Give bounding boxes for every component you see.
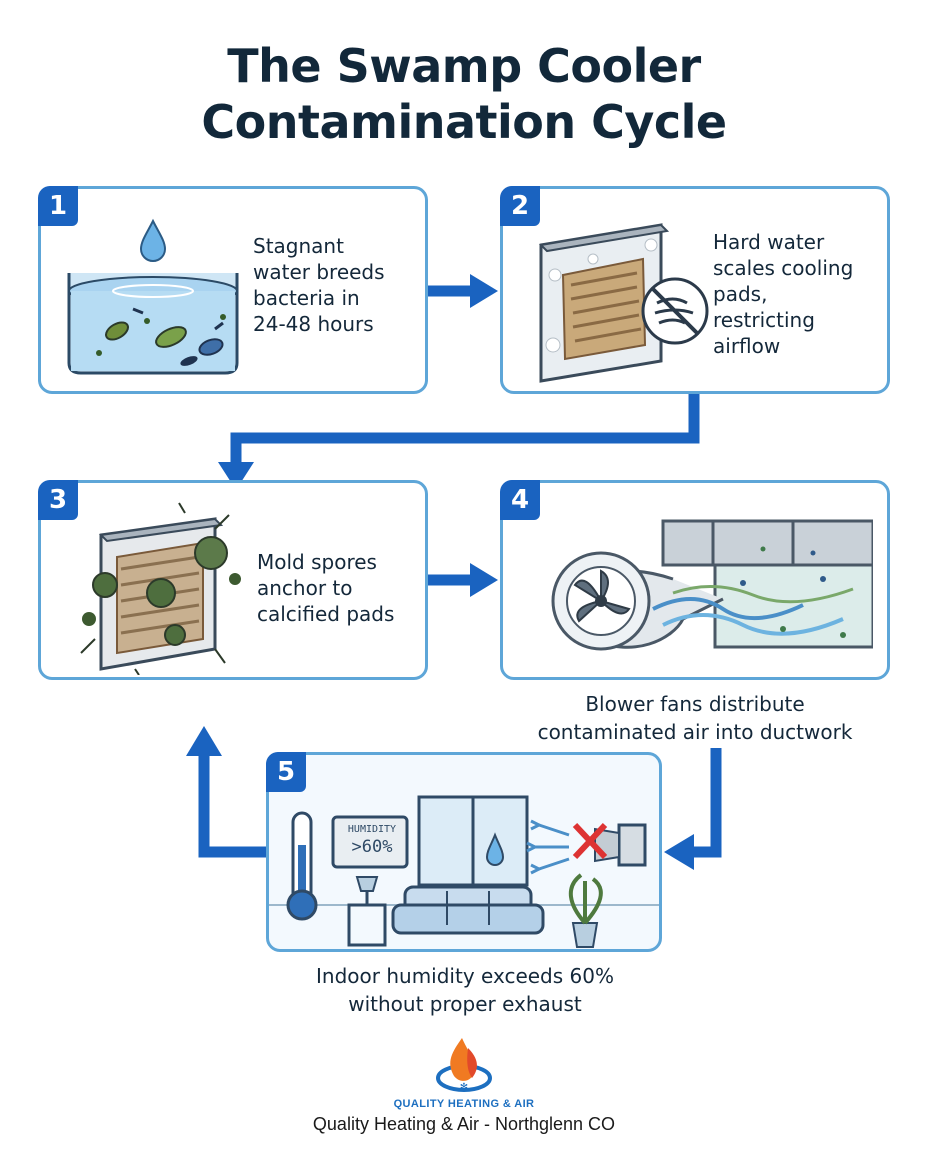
step-badge: 1 [38, 186, 78, 226]
step-2-card: 2 Hard water scales cooling pads, restri… [500, 186, 890, 394]
humidity-meter [331, 815, 409, 869]
step-1-card: 1 Stagnant water breeds bacteria in 24-4… [38, 186, 428, 394]
footer-text: Quality Heating & Air - Northglenn CO [312, 1114, 616, 1134]
living-room-scene [269, 795, 659, 948]
step-2-line: airflow [713, 334, 781, 358]
step-2-line: Hard water [713, 230, 825, 254]
window-icon [417, 795, 529, 887]
step-badge: 3 [38, 480, 78, 520]
step-3-card: 3 Mold spores anchor to calcified pads [38, 480, 428, 680]
blocked-exhaust-icon [526, 819, 647, 875]
title-line-2: Contamination Cycle [201, 95, 727, 149]
step-5-line: Indoor humidity exceeds 60% [316, 964, 614, 988]
step-5-caption: Indoor humidity exceeds 60% without prop… [230, 962, 700, 1018]
arrow-5-to-start [186, 726, 266, 858]
arrow-3-to-4 [428, 563, 498, 597]
step-badge: 5 [266, 752, 306, 792]
step-4-card: 4 [500, 480, 890, 680]
svg-text:✻: ✻ [460, 1082, 468, 1093]
title-line-1: The Swamp Cooler [227, 39, 701, 93]
brand-logo-icon: ✻ [436, 1038, 492, 1093]
arrow-4-to-5 [664, 748, 722, 870]
brand-logo-text: QUALITY HEATING & AIR [393, 1098, 535, 1110]
step-3-line: calcified pads [257, 602, 395, 626]
thermometer-icon [286, 811, 318, 921]
step-3-line: anchor to [257, 576, 353, 600]
step-2-line: restricting [713, 308, 815, 332]
humidity-label: HUMIDITY [347, 824, 397, 835]
step-badge: 4 [500, 480, 540, 520]
page-title: The Swamp Cooler Contamination Cycle [0, 38, 928, 150]
arrow-2-to-3 [218, 394, 700, 490]
step-5-line: without proper exhaust [348, 992, 582, 1016]
scaled-cooling-pad-icon [538, 223, 709, 383]
step-1-line: Stagnant [253, 234, 344, 258]
step-1-line: 24-48 hours [253, 312, 374, 336]
humidity-value: >60% [351, 837, 393, 857]
step-1-text: Stagnant water breeds bacteria in 24-48 … [253, 233, 385, 337]
moldy-pad-icon [80, 502, 241, 675]
step-4-caption: Blower fans distribute contaminated air … [500, 690, 890, 746]
step-4-line: contaminated air into ductwork [537, 720, 853, 744]
step-2-text: Hard water scales cooling pads, restrict… [713, 229, 853, 359]
step-1-line: water breeds [253, 260, 385, 284]
sofa-icon [391, 885, 545, 935]
step-2-line: scales cooling [713, 256, 854, 280]
humidity-readout: HUMIDITY >60% [337, 823, 407, 857]
plant-icon [569, 873, 603, 948]
arrow-1-to-2 [428, 274, 498, 308]
step-1-line: bacteria in [253, 286, 360, 310]
step-4-line: Blower fans distribute [585, 692, 805, 716]
step-3-line: Mold spores [257, 550, 377, 574]
step-2-line: pads, [713, 282, 768, 306]
lamp-icon [347, 876, 387, 947]
water-tank-bacteria-icon [67, 218, 239, 375]
step-badge: 2 [500, 186, 540, 226]
step-3-text: Mold spores anchor to calcified pads [257, 549, 394, 627]
blower-fan-ductwork-icon [551, 519, 873, 651]
step-5-card: 5 [266, 752, 662, 952]
